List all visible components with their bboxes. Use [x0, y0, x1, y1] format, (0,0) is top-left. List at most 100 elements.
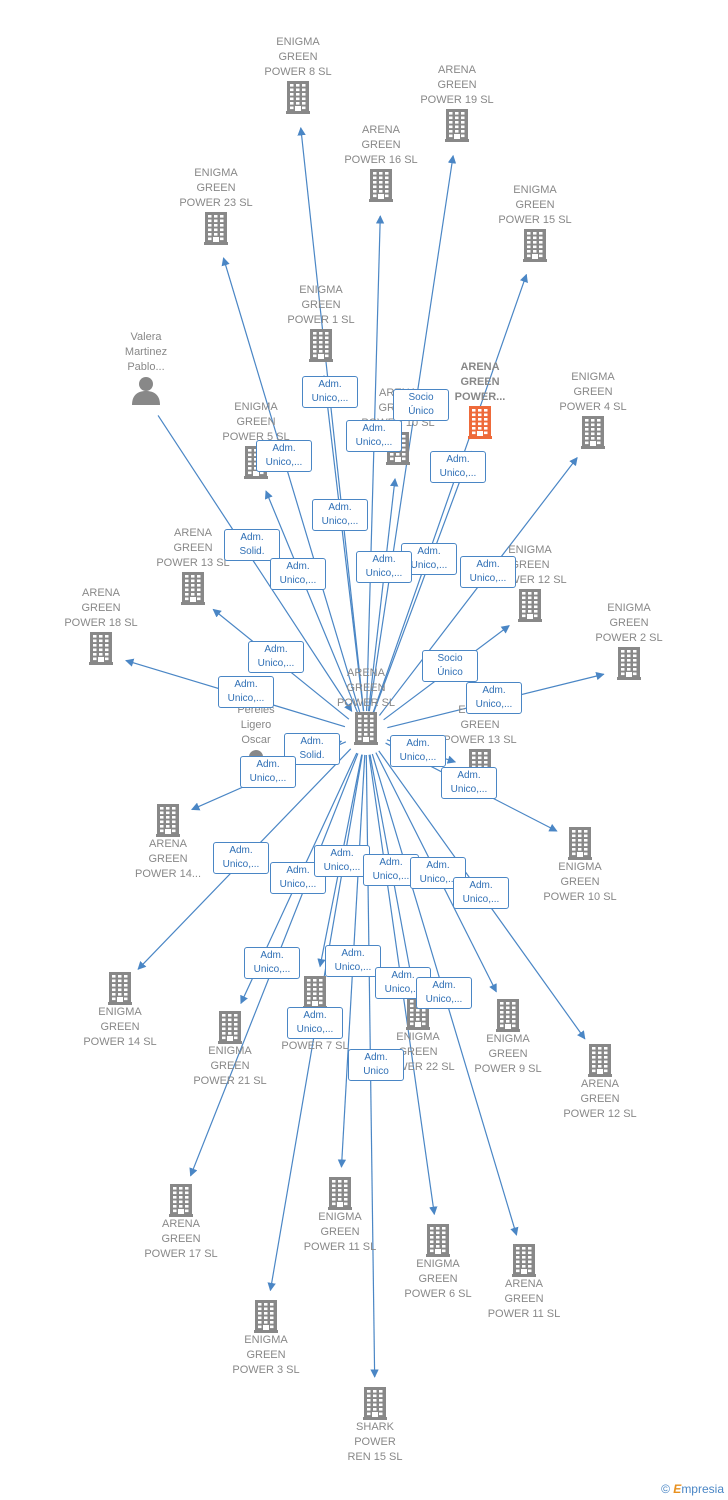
building-icon [46, 631, 156, 665]
edge-role-label[interactable]: Adm. Unico,... [270, 558, 326, 590]
node-label: ENIGMA GREEN POWER 10 SL [543, 861, 617, 903]
person-icon [91, 375, 201, 405]
node-label: ENIGMA GREEN POWER 8 SL [264, 36, 332, 78]
building-icon [126, 1183, 236, 1217]
edge-role-label[interactable]: Adm. Unico,... [248, 641, 304, 673]
building-icon [538, 415, 648, 449]
company-node[interactable]: ARENA GREEN POWER 11 SL [469, 1243, 579, 1322]
node-label: ENIGMA GREEN POWER 1 SL [287, 284, 355, 326]
edge-role-label[interactable]: Adm. Unico,... [240, 756, 296, 788]
node-label: ENIGMA GREEN POWER 9 SL [474, 1033, 542, 1075]
company-node[interactable]: ARENA GREEN POWER 13 SL [138, 526, 248, 605]
edge-role-label[interactable]: Adm. Solid. [224, 529, 280, 561]
node-label: ENIGMA GREEN POWER 23 SL [179, 167, 253, 209]
node-label: ARENA GREEN POWER 13 SL [156, 527, 230, 569]
edge-role-label[interactable]: Socio Único [422, 650, 478, 682]
company-node[interactable]: ENIGMA GREEN POWER 9 SL [453, 998, 563, 1077]
edge-role-label[interactable]: Adm. Unico,... [356, 551, 412, 583]
edge-role-label[interactable]: Adm. Unico,... [270, 862, 326, 894]
edge-center-n10 [264, 490, 359, 713]
building-icon [453, 998, 563, 1032]
building-icon [175, 1010, 285, 1044]
company-node[interactable]: ENIGMA GREEN POWER 8 SL [243, 35, 353, 114]
building-icon [65, 971, 175, 1005]
edge-role-label[interactable]: Adm. Unico [348, 1049, 404, 1081]
company-node[interactable]: ARENA GREEN POWER 19 SL [402, 63, 512, 142]
node-label: ENIGMA GREEN POWER 15 SL [498, 184, 572, 226]
copyright-mark: © [661, 1482, 670, 1496]
company-node[interactable]: ARENA GREEN POWER... [425, 360, 535, 439]
empresia-brand[interactable]: © Empresia [661, 1482, 724, 1496]
edge-role-label[interactable]: Adm. Unico,... [346, 420, 402, 452]
edge-role-label[interactable]: Adm. Unico,... [466, 682, 522, 714]
building-icon [266, 328, 376, 362]
edge-role-label[interactable]: Adm. Unico,... [218, 676, 274, 708]
company-node[interactable]: ARENA GREEN POWER 17 SL [126, 1183, 236, 1262]
edge-role-label[interactable]: Adm. Unico,... [325, 945, 381, 977]
node-label: ENIGMA GREEN POWER 5 SL [222, 401, 290, 443]
node-label: ARENA GREEN POWER 16 SL [344, 124, 418, 166]
company-node[interactable]: ARENA GREEN POWER 18 SL [46, 586, 156, 665]
edge-role-label[interactable]: Adm. Unico,... [213, 842, 269, 874]
edge-center-n6 [320, 374, 365, 712]
company-node[interactable]: ENIGMA GREEN POWER 3 SL [211, 1299, 321, 1378]
company-node[interactable]: ENIGMA GREEN POWER 6 SL [383, 1223, 493, 1302]
node-label: ENIGMA GREEN POWER 21 SL [193, 1045, 267, 1087]
company-node[interactable]: ARENA GREEN POWER 14... [113, 803, 223, 882]
edge-role-label[interactable]: Socio Único [393, 389, 449, 421]
edge-center-n4 [221, 257, 361, 713]
node-label: ENIGMA GREEN POWER 14 SL [83, 1006, 157, 1048]
edge-role-label[interactable]: Adm. Unico,... [312, 499, 368, 531]
node-label: ENIGMA GREEN POWER 3 SL [232, 1334, 300, 1376]
company-node[interactable]: ENIGMA GREEN POWER 10 SL [525, 826, 635, 905]
company-node[interactable]: ENIGMA GREEN POWER 14 SL [65, 971, 175, 1050]
building-icon [480, 228, 590, 262]
building-icon [425, 405, 535, 439]
edge-role-label[interactable]: Adm. Unico,... [390, 735, 446, 767]
company-node[interactable]: SHARK POWER REN 15 SL [320, 1386, 430, 1465]
building-icon [260, 975, 370, 1009]
building-icon [326, 168, 436, 202]
company-node[interactable]: ARENA GREEN POWER 12 SL [545, 1043, 655, 1122]
edge-role-label[interactable]: Adm. Unico,... [244, 947, 300, 979]
brand-initial: E [673, 1482, 682, 1496]
building-icon [402, 108, 512, 142]
person-node[interactable]: Valera Martinez Pablo... [91, 330, 201, 405]
company-node[interactable]: ENIGMA GREEN POWER 11 SL [285, 1176, 395, 1255]
building-icon [138, 571, 248, 605]
edge-role-label[interactable]: Adm. Unico,... [256, 440, 312, 472]
edge-role-label[interactable]: Adm. Unico,... [363, 854, 419, 886]
edge-role-label[interactable]: Adm. Unico,... [430, 451, 486, 483]
company-node[interactable]: ENIGMA GREEN POWER 21 SL [175, 1010, 285, 1089]
node-label: ARENA GREEN POWER 17 SL [144, 1218, 218, 1260]
node-label: ENIGMA GREEN POWER 2 SL [595, 602, 663, 644]
node-label: Valera Martinez Pablo... [124, 331, 168, 373]
node-label: ENIGMA GREEN POWER 4 SL [559, 371, 627, 413]
company-node[interactable]: ENIGMA GREEN POWER 15 SL [480, 183, 590, 262]
edge-role-label[interactable]: Adm. Unico,... [287, 1007, 343, 1039]
edge-role-label[interactable]: Adm. Unico,... [453, 877, 509, 909]
company-node[interactable]: ARENA GREEN POWER 16 SL [326, 123, 436, 202]
edge-center-n3 [366, 215, 385, 712]
building-icon [320, 1386, 430, 1420]
company-node[interactable]: ENIGMA GREEN POWER 4 SL [538, 370, 648, 449]
building-icon [574, 646, 684, 680]
edge-role-label[interactable]: Adm. Unico,... [314, 845, 370, 877]
company-node[interactable]: ENIGMA GREEN POWER 1 SL [266, 283, 376, 362]
company-node[interactable]: ENIGMA GREEN POWER 12 SL [475, 543, 585, 622]
edge-center-n2 [368, 154, 457, 712]
building-icon [545, 1043, 655, 1077]
company-node-center[interactable]: ARENA GREEN POWER SL [311, 666, 421, 745]
edge-role-label[interactable]: Adm. Unico,... [302, 376, 358, 408]
company-node[interactable]: ENIGMA GREEN POWER 23 SL [161, 166, 271, 245]
edge-role-label[interactable]: Adm. Unico,... [416, 977, 472, 1009]
node-label: ARENA GREEN POWER 19 SL [420, 64, 494, 106]
node-label: ARENA GREEN POWER 18 SL [64, 587, 138, 629]
building-icon [113, 803, 223, 837]
edge-role-label[interactable]: Adm. Unico,... [460, 556, 516, 588]
company-node[interactable]: ENIGMA GREEN POWER 2 SL [574, 601, 684, 680]
edge-role-label[interactable]: Adm. Unico,... [441, 767, 497, 799]
brand-name: mpresia [681, 1482, 724, 1496]
